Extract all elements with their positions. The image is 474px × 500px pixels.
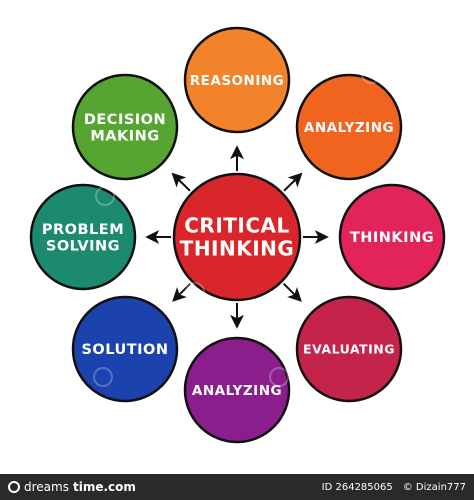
- image-meta: ID 264285065 © Dizain777: [322, 482, 466, 493]
- node-analyzing-top-label-line: ANALYZING: [304, 120, 394, 136]
- node-solution-label-line: SOLUTION: [81, 342, 168, 358]
- node-thinking-circle: [338, 183, 446, 291]
- node-evaluating: EVALUATING: [295, 295, 403, 403]
- node-problem-solving-label-line: SOLVING: [46, 239, 120, 255]
- node-reasoning-circle: [183, 26, 291, 134]
- node-analyzing-bottom-label-line: ANALYZING: [192, 383, 282, 399]
- arrow-to-solution: [172, 282, 192, 302]
- arrows: [145, 145, 329, 329]
- brand-suffix: time.com: [72, 480, 136, 494]
- node-analyzing-top-circle: [295, 73, 403, 181]
- arrow-to-evaluating: [282, 282, 302, 302]
- arrow-to-analyzing-top: [283, 172, 303, 192]
- node-decision-making-circle: [71, 73, 179, 181]
- image-id: ID 264285065: [321, 481, 393, 493]
- node-decision-making-label-line: MAKING: [90, 129, 159, 145]
- node-thinking: THINKING: [338, 183, 446, 291]
- node-problem-solving-circle: [29, 183, 137, 291]
- arrow-to-decision-making: [171, 172, 191, 192]
- node-problem-solving-label-line: PROBLEM: [42, 222, 124, 238]
- node-thinking-label-line: THINKING: [350, 230, 434, 246]
- center-circle: [172, 172, 302, 302]
- node-decision-making-label-line: DECISION: [84, 112, 166, 128]
- node-reasoning: REASONING: [183, 26, 291, 134]
- nodes: REASONING ANALYZING THINKING EVALUATING ANAL…: [29, 26, 446, 444]
- node-analyzing-bottom: ANALYZING: [183, 336, 291, 444]
- node-evaluating-label-line: EVALUATING: [303, 342, 395, 357]
- node-evaluating-circle: [295, 295, 403, 403]
- image-author: © Dizain777: [402, 481, 466, 493]
- node-solution: SOLUTION: [71, 295, 179, 403]
- node-reasoning-label-line: REASONING: [190, 73, 284, 89]
- center-label-line: THINKING: [180, 237, 295, 261]
- brand-prefix: dreams: [24, 480, 69, 494]
- brand-mark-icon: [8, 481, 20, 493]
- node-solution-circle: [71, 295, 179, 403]
- node-analyzing-top: ANALYZING: [295, 73, 403, 181]
- mind-map-diagram: REASONING ANALYZING THINKING EVALUATING ANAL…: [29, 26, 446, 444]
- node-analyzing-bottom-circle: [183, 336, 291, 444]
- center-label-line: CRITICAL: [184, 214, 290, 238]
